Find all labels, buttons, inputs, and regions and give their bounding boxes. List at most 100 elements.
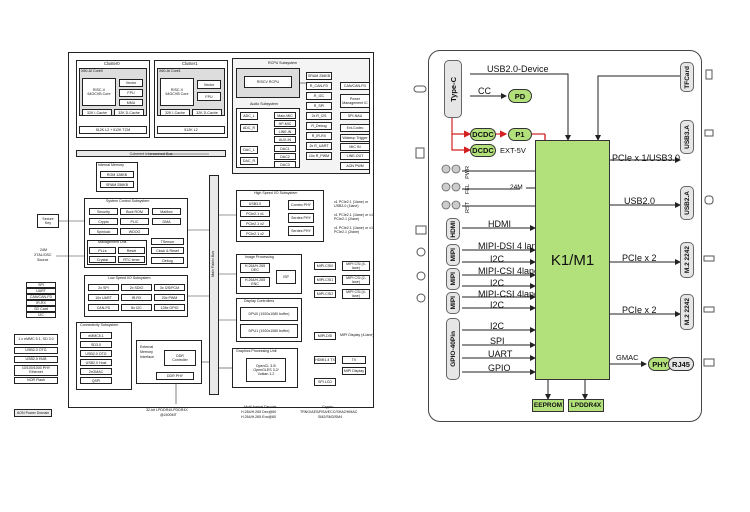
hsio-ext-1: x1 PCIe2.1 (1lane) or x1 PCIe2.1 (2lane) xyxy=(334,213,373,222)
rcpu-item-0: SRAM 256KB xyxy=(306,72,332,80)
ssd-icon-2 xyxy=(703,306,715,313)
rcpu-ext-1: Power Management IC xyxy=(340,94,370,108)
mgmt-0: PLLs xyxy=(89,247,116,254)
emi-l3: Interface xyxy=(140,355,154,359)
adc-l: ADC_L xyxy=(240,112,258,120)
conn-item-4: 2xGMAC xyxy=(80,368,112,375)
display-controllers-label: Display Controllers xyxy=(244,299,275,303)
board-frame xyxy=(428,50,702,422)
dac-item-2: DAC3 xyxy=(274,161,296,168)
mipi-port-2[interactable]: MIPI xyxy=(446,268,460,290)
l2: 512K L2 xyxy=(157,126,225,134)
conn-item-3: USB2.0 Host xyxy=(80,359,112,366)
conn-ext-3: 10/100/1000 PHY Ethernet xyxy=(14,365,58,376)
audio-item-2: LINE-IN xyxy=(274,128,296,135)
internal-memory-label: Internal Memory xyxy=(98,163,124,167)
riscv-core1-l2: 64GCVB Core xyxy=(165,92,189,96)
pin-header-icon xyxy=(441,164,461,210)
mipi-port-3[interactable]: MIPI xyxy=(446,292,460,314)
gpio-40pin-port[interactable]: GPIO-40Pin xyxy=(446,318,460,380)
riscv-core1-l1: RISC-V xyxy=(170,88,184,92)
usb2-device-label: USB2.0-Device xyxy=(487,64,549,74)
hsio-item-3: PCIe2.1 x2 xyxy=(240,230,270,237)
hdmi-tx: HDMI1.4 TX xyxy=(314,356,336,364)
usb2-label: USB2.0 xyxy=(624,196,656,206)
usb2a-port[interactable]: USB2.A xyxy=(680,186,694,220)
type-c-port[interactable]: Type-C xyxy=(444,60,462,118)
lsio-item-8: 128x GPIO xyxy=(154,304,185,311)
tfcard-port[interactable]: TFCard xyxy=(680,62,694,92)
hsio-phy-1: Serdes PHY xyxy=(288,213,314,223)
riscv-core0-l2: 64GCVB Core xyxy=(87,92,111,96)
gpu-d1: OpenCL 3.0/ xyxy=(255,364,277,368)
m2-port-2[interactable]: M.2 2242 xyxy=(680,294,694,330)
riscv-core0-l1: RISC-V xyxy=(92,88,106,92)
power-icon xyxy=(415,147,425,159)
mgmt-unit-label: Management Unit xyxy=(98,240,127,244)
mouse-icon xyxy=(704,195,714,205)
secure-key: Secure Key xyxy=(37,214,59,228)
camera-icon-2 xyxy=(416,271,426,281)
i2c-label-1: I2C xyxy=(490,254,505,264)
cc-label: CC xyxy=(478,86,491,96)
l2-tcm: 512K L2 + 512K TCM xyxy=(79,126,147,134)
lsio-item-1: 2x SDIO xyxy=(121,284,152,291)
hdmi-port[interactable]: HDMI xyxy=(446,218,460,240)
camera-icon-3 xyxy=(416,293,426,303)
lsio-ext-3: IR-RX xyxy=(26,300,56,306)
riscv-core1: RISC-V 64GCVB Core xyxy=(160,78,194,106)
gpu-label: Graphics Processing Unit xyxy=(236,349,277,353)
vector0: Vector xyxy=(119,79,143,87)
core0-label: X60-AI Core0 xyxy=(81,69,103,73)
emi-l2: Memory xyxy=(140,350,153,354)
gpu-d2: OpenGLES 3.2/ xyxy=(253,368,279,372)
usb3a-port[interactable]: USB3.A xyxy=(680,120,694,154)
conn-label: Connectivity Subsystem xyxy=(80,323,119,327)
codec-note-3: H.264/H.265 Enc@60 xyxy=(241,415,277,419)
lsio-item-6: CAN-FD xyxy=(88,304,119,311)
rj45-port[interactable]: RJ45 xyxy=(668,357,694,371)
ddr-ctrl-l1: DDR xyxy=(176,354,184,358)
i2c-label-3: I2C xyxy=(490,300,505,310)
ddr-note-2: @2400MT xyxy=(160,413,177,417)
adc-r: ADC_R xyxy=(240,124,258,132)
pcie-usb3-label: PCIe x 1/USB3.0 xyxy=(612,153,681,163)
scs-item-1: Boot ROM xyxy=(120,208,149,215)
lsio-ext-1: UART xyxy=(26,288,56,294)
dcache1: 32K D-Cache xyxy=(192,109,222,116)
rcpu-ext-2: SPI-NAU xyxy=(340,112,370,120)
rcpu-item-4: 2x R_I2S xyxy=(306,112,332,120)
debug: Debug xyxy=(151,257,184,264)
rcpu-subsystem-label: RCPU Subsystem xyxy=(268,61,297,65)
xtal-l3: Source xyxy=(37,258,49,262)
i2c-label-2: I2C xyxy=(490,278,505,288)
pd-chip: PD xyxy=(508,89,532,103)
eeprom-chip: EEPROM xyxy=(532,399,564,412)
mipi-port-1[interactable]: MIPI xyxy=(446,244,460,266)
m2-port-1[interactable]: M.2 2242 xyxy=(680,242,694,278)
lsio-item-0: 2x SPI xyxy=(88,284,119,291)
hsio-ext-2: x1 PCIe2.1 (1lane) or x1 PCIe2.1 (2lane) xyxy=(334,226,373,235)
pcie-x2-1-label: PCIe x 2 xyxy=(622,253,657,263)
gmac-label: GMAC xyxy=(616,353,639,362)
lsio-ext-0: SPI xyxy=(26,282,56,288)
xtal-l2: XTAL/OSC xyxy=(34,253,52,257)
ssd-icon-1 xyxy=(703,255,715,262)
rcpu-item-5: R_Debug xyxy=(306,122,332,130)
ethernet-icon xyxy=(703,358,715,367)
scs-item-6: Spinlock xyxy=(89,228,118,235)
audio-subsystem-label: Audio Subsystem xyxy=(250,102,278,106)
mipi-csi-1: MIPI-CSI1 xyxy=(314,276,336,284)
tv-ext: TV xyxy=(342,356,366,364)
dcdc2-chip: DCDC xyxy=(470,144,496,157)
lsio-label: Low Speed I/O Subsystem xyxy=(108,276,151,280)
codec-note-1: Multi-format Decode xyxy=(244,405,277,409)
dpu0: DPU0 (1920x1080 buffer) xyxy=(240,307,298,321)
xtal-l1: 24M xyxy=(40,248,47,252)
riscv-rcpu: RISCV RCPU xyxy=(244,76,292,88)
i2c-label-4: I2C xyxy=(490,321,505,331)
lsio-ext-4: SD Card xyxy=(26,306,56,312)
dcdc1-chip: DCDC xyxy=(470,128,496,141)
